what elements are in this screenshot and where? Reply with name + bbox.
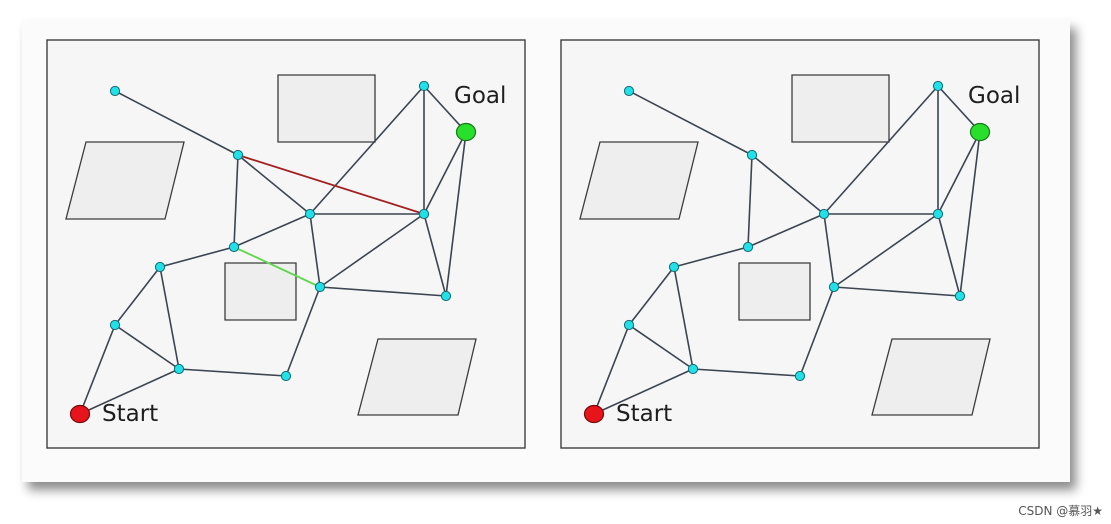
- edge-f-r: [823, 213, 835, 288]
- obstacle-4: [357, 338, 477, 416]
- roadmap-node: [280, 370, 292, 382]
- roadmap-node: [232, 149, 244, 161]
- roadmap-node: [418, 80, 430, 92]
- edge-b-c: [628, 324, 694, 370]
- edge-q-f: [237, 154, 311, 215]
- edge-a-b: [114, 266, 161, 326]
- roadmap-node: [794, 370, 806, 382]
- edge-a-c: [159, 266, 180, 370]
- watermark: CSDN @慕羽★: [1018, 504, 1103, 518]
- edge-k-s: [937, 213, 961, 297]
- edge-k-goal: [423, 131, 467, 215]
- edge-r-d: [799, 286, 835, 377]
- start-node: [69, 404, 91, 424]
- edge-q-e: [233, 154, 239, 248]
- edge-b-start: [593, 324, 630, 415]
- roadmap-node: [154, 261, 166, 273]
- roadmap-node: [742, 241, 754, 253]
- roadmap-node: [668, 261, 680, 273]
- obstacle-1: [277, 74, 376, 143]
- edge-f-n: [823, 85, 939, 215]
- start-label: Start: [616, 401, 672, 427]
- roadmap-node: [623, 85, 635, 97]
- roadmap-node: [818, 208, 830, 220]
- edge-r-s: [833, 286, 961, 297]
- edge-s-goal: [445, 131, 467, 297]
- edge-c-start: [593, 368, 694, 415]
- edge-b-c: [114, 324, 180, 370]
- roadmap-node: [687, 363, 699, 375]
- roadmap-node: [228, 241, 240, 253]
- edge-f-r: [309, 213, 321, 288]
- goal-node: [969, 122, 991, 142]
- start-label: Start: [102, 401, 158, 427]
- panel-left: Start Goal: [46, 39, 526, 449]
- edge-k-s: [423, 213, 447, 297]
- edge-b-start: [79, 324, 116, 415]
- edge-q-f: [751, 154, 825, 215]
- edge-c-d: [692, 368, 801, 377]
- edge-s-goal: [959, 131, 981, 297]
- edge-q-e: [747, 154, 753, 248]
- roadmap-node: [314, 281, 326, 293]
- roadmap-node: [623, 319, 635, 331]
- roadmap-node: [418, 208, 430, 220]
- edge-k-goal: [937, 131, 981, 215]
- edge-e-a: [159, 246, 235, 268]
- roadmap-node: [173, 363, 185, 375]
- edge-e-a: [673, 246, 749, 268]
- edge-e-f: [233, 213, 311, 248]
- edge-n-goal: [423, 85, 467, 133]
- obstacle-2: [579, 141, 699, 220]
- roadmap-node: [828, 281, 840, 293]
- obstacle-4: [871, 338, 991, 416]
- edge-a-c: [673, 266, 694, 370]
- obstacle-1: [791, 74, 890, 143]
- edge-r-s: [319, 286, 447, 297]
- roadmap-node: [304, 208, 316, 220]
- roadmap-node: [109, 319, 121, 331]
- goal-label: Goal: [968, 83, 1020, 109]
- panel-right: Start Goal: [560, 39, 1040, 449]
- obstacle-2: [65, 141, 185, 220]
- edge-f-n: [309, 85, 425, 215]
- edge-e-f: [747, 213, 825, 248]
- edge-r-d: [285, 286, 321, 377]
- candidate-edge-blocked: [233, 246, 321, 288]
- roadmap-node: [746, 149, 758, 161]
- roadmap-node: [932, 208, 944, 220]
- edge-n-goal: [937, 85, 981, 133]
- roadmap-node: [954, 290, 966, 302]
- edge-k-r: [833, 213, 939, 288]
- edge-p1-q: [114, 90, 239, 156]
- start-node: [583, 404, 605, 424]
- edge-p1-q: [628, 90, 753, 156]
- goal-node: [455, 122, 477, 142]
- obstacle-3: [738, 262, 811, 321]
- edge-c-d: [178, 368, 287, 377]
- edge-a-b: [628, 266, 675, 326]
- candidate-edge-valid: [237, 154, 425, 215]
- edge-c-start: [79, 368, 180, 415]
- edge-k-r: [319, 213, 425, 288]
- goal-label: Goal: [454, 83, 506, 109]
- roadmap-node: [932, 80, 944, 92]
- roadmap-node: [440, 290, 452, 302]
- roadmap-node: [109, 85, 121, 97]
- obstacle-3: [224, 262, 297, 321]
